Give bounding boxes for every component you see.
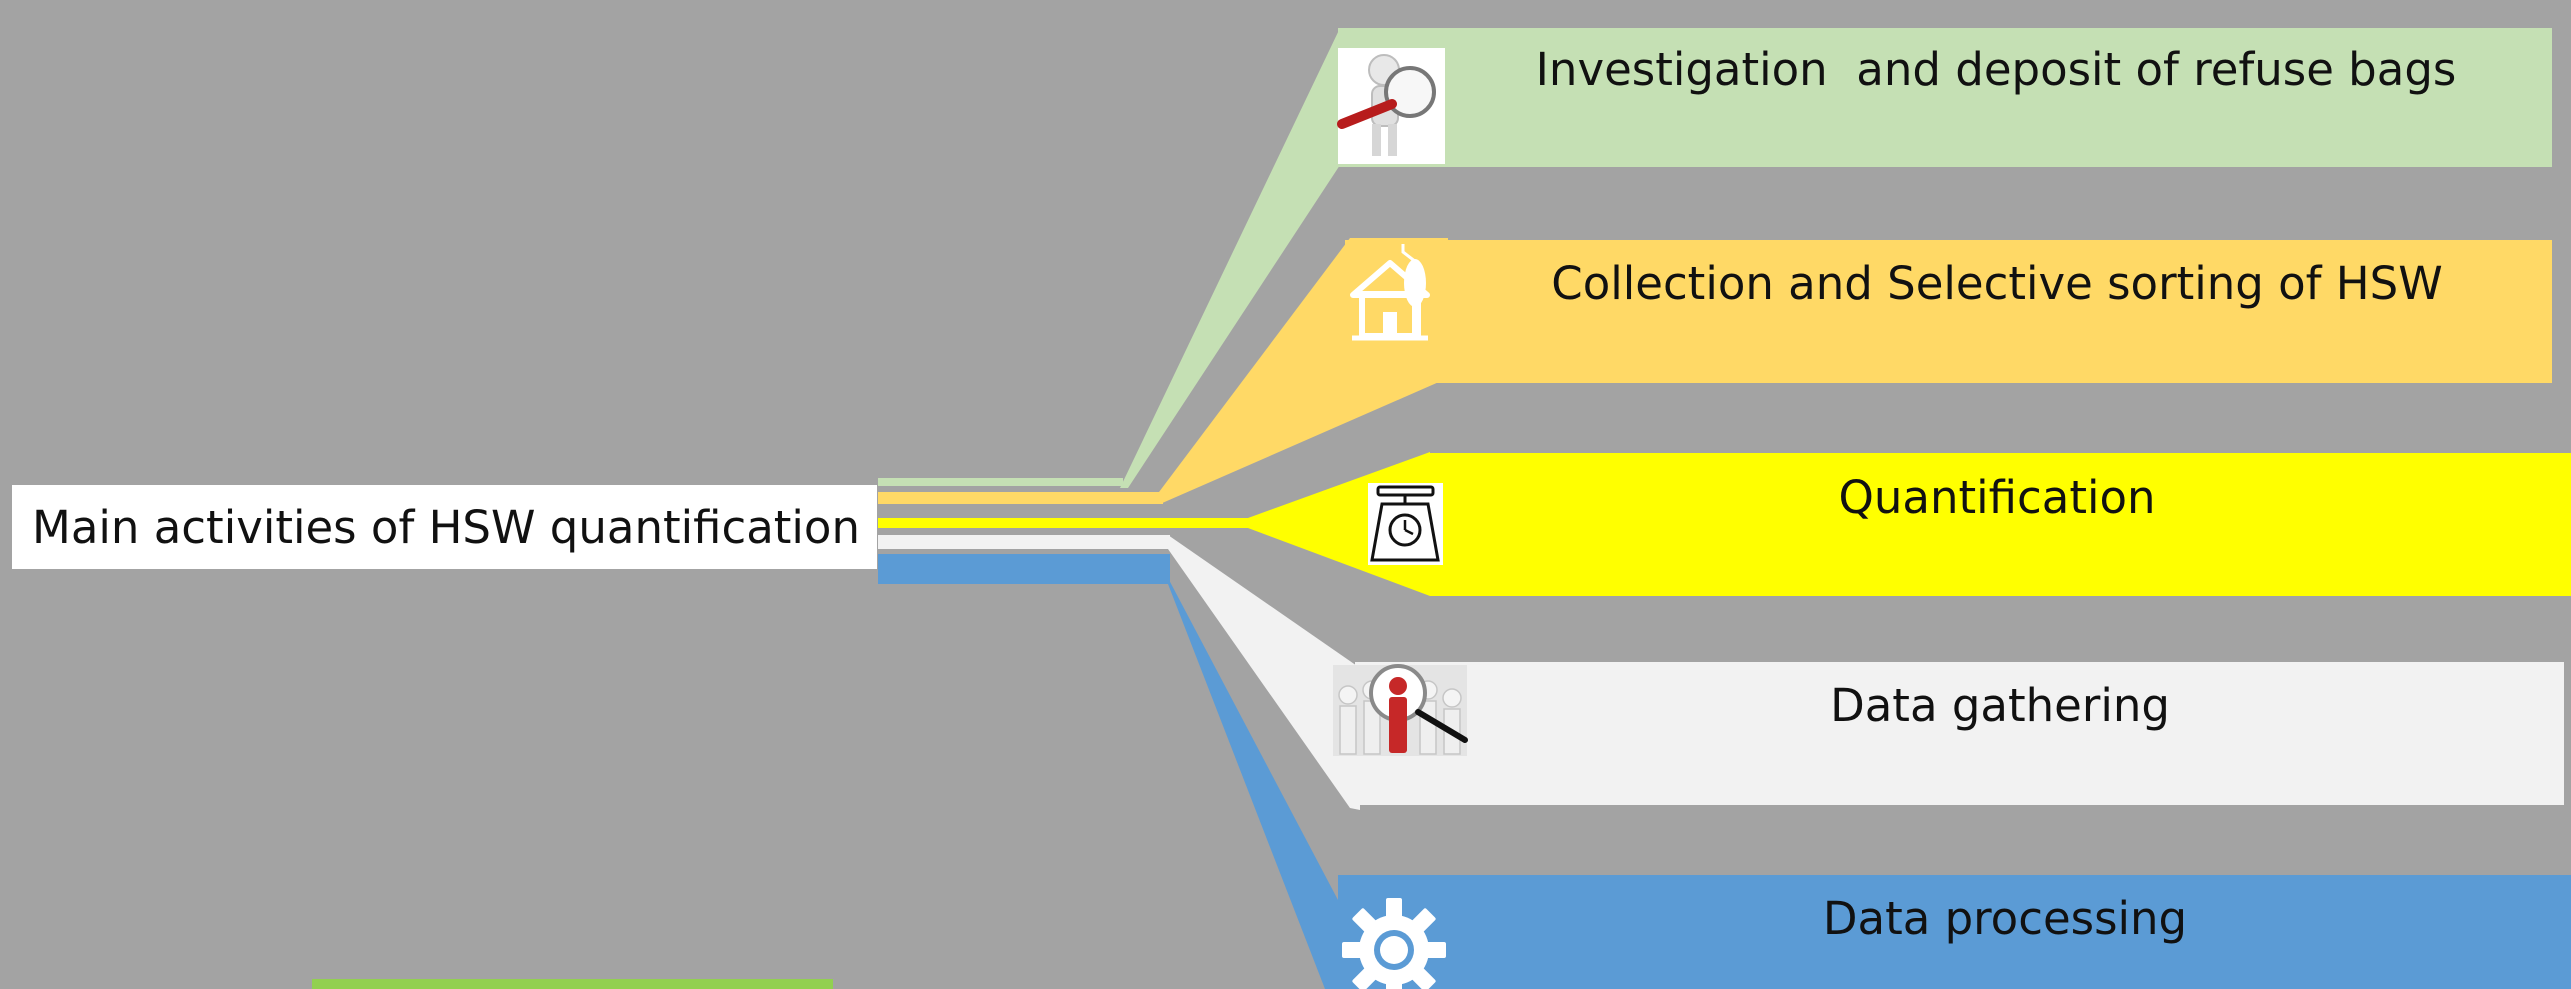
connector-stub-1 — [878, 478, 1123, 486]
branch-label-2: Collection and Selective sorting of HSW — [1551, 257, 2442, 310]
branch-label-3: Quantification — [1838, 471, 2155, 524]
connector-stub-5 — [878, 554, 1170, 584]
weighing-scale-icon — [1368, 483, 1443, 565]
branch-label-1: Investigation and deposit of refuse bags — [1536, 43, 2457, 96]
branch-box-1[interactable] — [1338, 28, 2552, 167]
branch-label-5: Data processing — [1823, 892, 2187, 945]
branch-label-4: Data gathering — [1830, 679, 2170, 732]
accent-bar — [312, 979, 833, 989]
branch-box-5[interactable] — [1338, 875, 2571, 989]
connector-stub-4 — [878, 535, 1170, 549]
branch-box-4[interactable] — [1355, 662, 2564, 805]
branch-box-2[interactable] — [1345, 240, 2552, 383]
root-node[interactable] — [12, 485, 877, 569]
house-tree-icon — [1350, 244, 1430, 341]
branch-box-3[interactable] — [1430, 453, 2571, 596]
magnifier-person-icon — [1337, 48, 1445, 164]
gear-icon — [1342, 898, 1446, 989]
connector-stub-3 — [878, 518, 1250, 528]
crowd-magnifier-icon — [1333, 664, 1468, 756]
connector-stub-2 — [878, 492, 1163, 504]
connector-fan-5 — [1168, 578, 1338, 989]
root-label: Main activities of HSW quantification — [32, 501, 860, 554]
connector-fan-4 — [1168, 535, 1360, 810]
connector-fan-1 — [1120, 28, 1340, 488]
